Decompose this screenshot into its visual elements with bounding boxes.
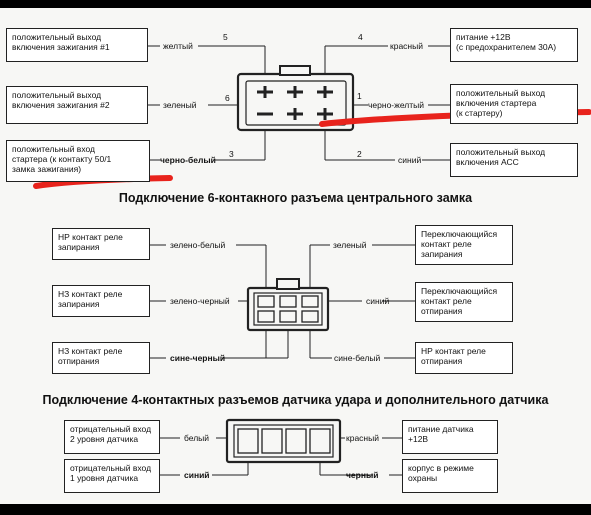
connector-6pin-power-latch (279, 65, 311, 76)
section-title-central-lock: Подключение 6-контакного разъема централ… (118, 191, 473, 205)
wire-label-blue-white: сине-белый (334, 353, 381, 363)
wire-label-blue-black: сине-черный (170, 353, 226, 363)
box-starter-output: положительный выход включения стартера (… (450, 84, 578, 124)
box-ground-armed: корпус в режиме охраны (402, 459, 498, 493)
wire-label-blue-3: синий (184, 470, 210, 480)
wire-label-black: черный (346, 470, 379, 480)
wire-label-green-white: зелено-белый (170, 240, 226, 250)
pin-number-6: 6 (225, 93, 230, 103)
wire-label-green-black: зелено-черный (170, 296, 230, 306)
connector-4pin-sensor-housing (225, 418, 342, 464)
box-starter-input: положительный вход стартера (к контакту … (6, 140, 150, 182)
section-title-shock-sensor: Подключение 4-контактных разъемов датчик… (42, 393, 549, 407)
box-sensor-neg-level2: отрицательный вход 2 уровня датчика (64, 420, 160, 454)
wire-label-white: белый (184, 433, 210, 443)
box-no-unlock-relay: НР контакт реле отпирания (415, 342, 513, 374)
connector-6pin-lock-latch (276, 278, 300, 290)
box-power-12v: питание +12В (с предохранителем 30А) (450, 28, 578, 62)
connector-6pin-lock-housing (246, 286, 330, 332)
wire-label-black-white: черно-белый (160, 155, 216, 165)
wire-label-blue-2: синий (366, 296, 390, 306)
wire-label-red: красный (390, 41, 423, 51)
box-switching-lock-relay: Переключающийся контакт реле запирания (415, 225, 513, 265)
wiring-diagram-page: положительный выход включения зажигания … (0, 8, 591, 504)
box-nc-unlock-relay: НЗ контакт реле отпирания (52, 342, 150, 374)
wire-label-green: зеленый (163, 100, 197, 110)
box-sensor-power: питание датчика +12В (402, 420, 498, 454)
pin-number-5: 5 (223, 32, 228, 42)
wire-label-blue: синий (398, 155, 422, 165)
box-acc-output: положительный выход включения АСС (450, 143, 578, 177)
pin-number-2: 2 (357, 149, 362, 159)
box-sensor-neg-level1: отрицательный вход 1 уровня датчика (64, 459, 160, 493)
wire-label-yellow: желтый (163, 41, 193, 51)
wire-label-green-2: зеленый (333, 240, 367, 250)
box-ignition-out-1: положительный выход включения зажигания … (6, 28, 148, 62)
wire-label-red-2: красный (346, 433, 379, 443)
box-switching-unlock-relay: Переключающийся контакт реле отпирания (415, 282, 513, 322)
pin-number-3: 3 (229, 149, 234, 159)
pin-number-1: 1 (357, 91, 362, 101)
box-nc-lock-relay: НЗ контакт реле запирания (52, 285, 150, 317)
pin-number-4: 4 (358, 32, 363, 42)
wire-label-black-yellow: черно-желтый (368, 100, 424, 110)
box-ignition-out-2: положительный выход включения зажигания … (6, 86, 148, 124)
box-no-lock-relay: НР контакт реле запирания (52, 228, 150, 260)
